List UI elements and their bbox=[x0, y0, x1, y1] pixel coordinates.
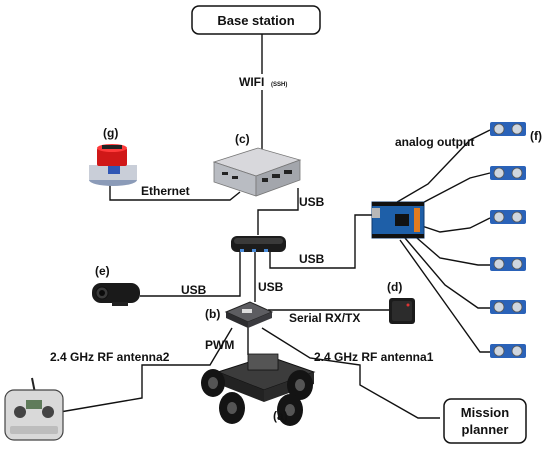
usb-hub-icon bbox=[231, 236, 286, 252]
usb-camera-label: USB bbox=[181, 283, 207, 297]
usb-arduino-label: USB bbox=[299, 252, 325, 266]
tag-f: (f) bbox=[530, 129, 542, 143]
tag-c: (c) bbox=[235, 132, 250, 146]
pwm-label: PWM bbox=[205, 338, 234, 352]
ultrasonic-sensor-icon bbox=[490, 166, 526, 180]
rc-transmitter-icon bbox=[4, 377, 64, 441]
usb-hub-camera-link bbox=[140, 250, 241, 297]
ultrasonic-sensor-icon bbox=[490, 344, 526, 358]
analog-link-4 bbox=[409, 231, 490, 266]
usb-controller-label: USB bbox=[258, 280, 284, 294]
ethernet-link bbox=[109, 183, 241, 201]
tag-d: (d) bbox=[387, 280, 402, 294]
base-station-node: Base station bbox=[191, 5, 321, 35]
rf-antenna1-link bbox=[261, 327, 440, 419]
webcam-icon bbox=[92, 283, 140, 306]
rover-icon bbox=[201, 353, 316, 426]
wifi-ssh-label: (SSH) bbox=[271, 82, 287, 88]
tag-e: (e) bbox=[95, 264, 110, 278]
wifi-label: WIFI bbox=[239, 75, 264, 89]
rf-antenna1-label: 2.4 GHz RF antenna1 bbox=[314, 350, 434, 364]
mission-planner-label-line2: planner bbox=[462, 422, 509, 437]
gps-module-icon bbox=[389, 298, 415, 324]
component-tags: (a) (b) (c) (d) (e) (f) (g) bbox=[95, 126, 542, 423]
ultrasonic-sensor-icon bbox=[490, 210, 526, 224]
rf-antenna2-label: 2.4 GHz RF antenna2 bbox=[50, 350, 170, 364]
analog-link-3 bbox=[409, 217, 491, 233]
arduino-board-icon bbox=[371, 201, 425, 239]
ultrasonic-sensor-icon bbox=[490, 122, 526, 136]
analog-link-5 bbox=[404, 237, 490, 309]
mission-planner-label-line1: Mission bbox=[461, 405, 509, 420]
flight-controller-icon bbox=[224, 301, 274, 328]
tag-g: (g) bbox=[103, 126, 118, 140]
base-station-label: Base station bbox=[217, 13, 294, 28]
ethernet-label: Ethernet bbox=[141, 184, 190, 198]
usb-pc-hub-link bbox=[257, 188, 299, 235]
usb-pc-label: USB bbox=[299, 195, 325, 209]
ultrasonic-sensor-icon bbox=[490, 257, 526, 271]
ultrasonic-sensor-array bbox=[490, 122, 526, 358]
lidar-icon bbox=[89, 144, 137, 186]
rf-antenna2-link bbox=[59, 327, 233, 413]
tag-a: (a) bbox=[273, 409, 288, 423]
usb-hub-arduino-link bbox=[269, 214, 375, 269]
analog-link-1 bbox=[391, 129, 491, 206]
tag-b: (b) bbox=[205, 307, 220, 321]
mini-pc-icon bbox=[212, 147, 302, 197]
analog-output-label: analog output bbox=[395, 135, 474, 149]
ultrasonic-sensor-icon bbox=[490, 300, 526, 314]
link-labels: WIFI (SSH) Ethernet USB USB USB USB Seri… bbox=[50, 74, 474, 364]
mission-planner-node: Mission planner bbox=[443, 398, 527, 444]
serial-label: Serial RX/TX bbox=[289, 311, 360, 325]
analog-link-6 bbox=[399, 239, 490, 353]
